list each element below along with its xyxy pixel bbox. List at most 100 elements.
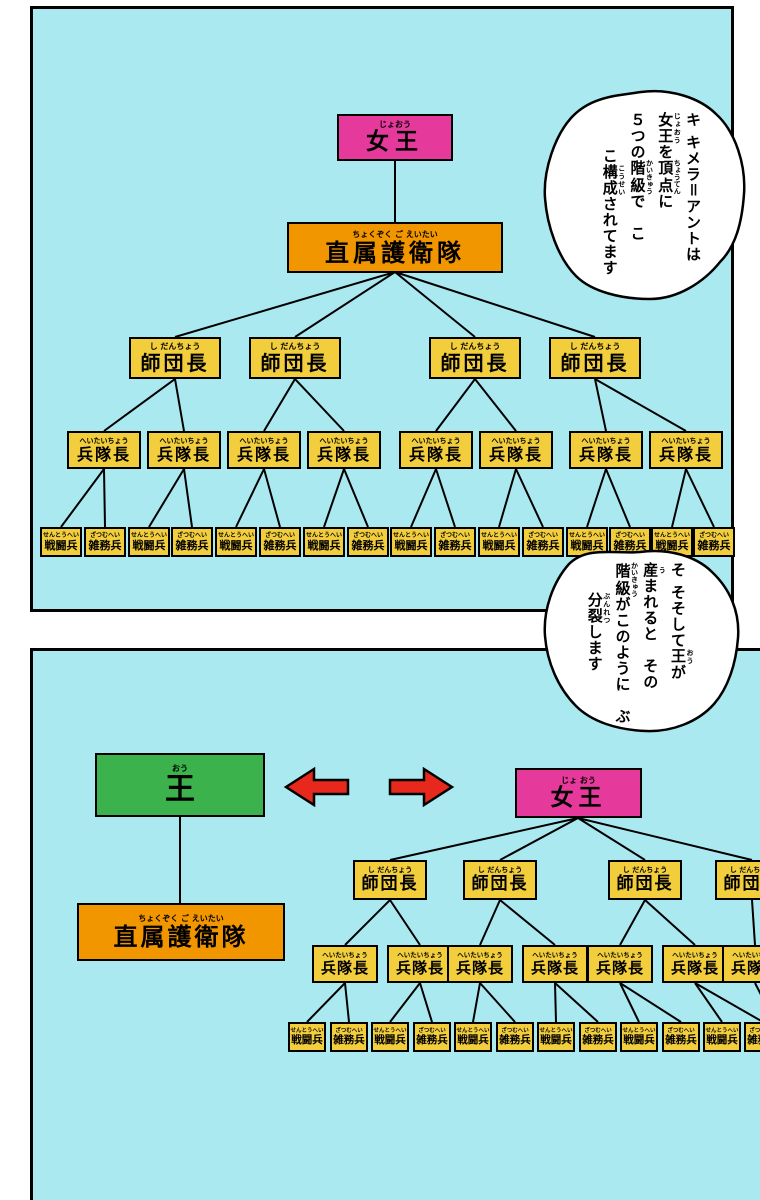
label: 兵隊長 [455,958,504,977]
squadron-leader-box: し だんちょう師団長 [353,860,427,900]
bubble-text-column: そ そそして王おうが [669,562,694,681]
furigana: し だんちょう [729,866,760,874]
label: 雑務兵 [175,539,209,552]
soldier-box: せんとうへい戦闘兵 [478,527,520,557]
label: 戦闘兵 [623,1034,655,1046]
label: 兵隊長 [595,958,644,977]
furigana: ざつむへい [352,532,383,539]
soldier-box: ざつむへい雑務兵 [496,1022,534,1052]
label: 雑務兵 [526,539,560,552]
label: 雑務兵 [697,539,731,552]
label: 兵隊長 [236,444,291,464]
label: 兵隊長 [530,958,579,977]
soldier-box: せんとうへい戦闘兵 [128,527,170,557]
furigana: ざつむへい [527,532,558,539]
soldier-box: せんとうへい戦闘兵 [454,1022,492,1052]
bubble-text-column: キ キメラ＝アントは [684,112,702,263]
furigana: ざつむへい [335,1027,363,1034]
soldier-box: ざつむへい雑務兵 [84,527,126,557]
furigana: ちょくぞく ご えいたい [352,229,438,239]
furigana: し だんちょう [449,342,501,351]
soldier-box: せんとうへい戦闘兵 [703,1022,741,1052]
furigana: へいたいちょう [239,436,289,445]
furigana: せんとうへい [305,532,342,539]
furigana: せんとうへい [456,1027,490,1034]
bubble-text-column: 階級かいきゅうがこのように ぶ [613,562,639,725]
label: 雑務兵 [747,1034,760,1046]
label: 雑務兵 [582,1034,614,1046]
furigana: せんとうへい [217,532,254,539]
squadron-leader-box: し だんちょう師団長 [129,337,221,379]
soldier-box: ざつむへい雑務兵 [609,527,651,557]
label: 兵隊長 [578,444,633,464]
label: 兵隊長 [670,958,719,977]
furigana: ちょくぞく ご えいたい [138,914,224,923]
label: 師団長 [723,874,760,894]
squad-leader-box: へいたいちょう兵隊長 [312,945,378,983]
furigana: せんとうへい [653,532,690,539]
queen-box: じょ おう 女王 [515,768,642,818]
furigana: へいたいちょう [411,436,461,445]
soldier-box: せんとうへい戦闘兵 [288,1022,326,1052]
speech-bubble-1-text: キ キメラ＝アントは 女王じょおうを頂点ちょうてんに ５つの階級かいきゅうで こ… [598,112,704,302]
soldier-box: せんとうへい戦闘兵 [303,527,345,557]
furigana: ざつむへい [614,532,645,539]
furigana: ざつむへい [698,532,729,539]
furigana: せんとうへい [130,532,167,539]
royal-guard-box: ちょくぞく ご えいたい 直属護衛隊 [287,222,503,273]
soldier-box: せんとうへい戦闘兵 [40,527,82,557]
soldier-box: せんとうへい戦闘兵 [371,1022,409,1052]
furigana: せんとうへい [568,532,605,539]
bubble-text-column: 産うまれると その [641,562,667,690]
squadron-leader-box: し だんちょう師団長 [463,860,537,900]
label: 戦闘兵 [374,1034,406,1046]
label: 戦闘兵 [307,539,341,552]
speech-bubble-2-text: そ そそして王おうが 産うまれると その 階級かいきゅうがこのように ぶ 分裂ぶ… [583,562,694,732]
label: 雑務兵 [88,539,122,552]
furigana: せんとうへい [373,1027,407,1034]
label: 戦闘兵 [132,539,166,552]
squad-leader-box: へいたいちょう兵隊長 [587,945,653,983]
squad-leader-box: へいたいちょう兵隊長 [387,945,453,983]
bubble-text-column: 女王じょおうを頂点ちょうてんに [656,112,682,210]
label: 兵隊長 [316,444,371,464]
label: 雑務兵 [263,539,297,552]
furigana: ざつむへい [439,532,470,539]
furigana: へいたいちょう [397,951,443,960]
furigana: ざつむへい [749,1027,760,1034]
label: 兵隊長 [730,958,760,977]
label: 女王 [550,784,607,811]
furigana: へいたいちょう [322,951,368,960]
squad-leader-box: へいたいちょう兵隊長 [307,431,381,469]
furigana: へいたいちょう [79,436,129,445]
label: 雑務兵 [333,1034,365,1046]
label: 兵隊長 [320,958,369,977]
furigana: せんとうへい [705,1027,739,1034]
label: 戦闘兵 [482,539,516,552]
bubble-text-column: こ構成こうせいされてます [600,148,626,276]
soldier-box: ざつむへい雑務兵 [330,1022,368,1052]
furigana: ざつむへい [584,1027,612,1034]
furigana: へいたいちょう [581,436,631,445]
label: 戦闘兵 [219,539,253,552]
label: 師団長 [560,351,630,375]
label: 戦闘兵 [457,1034,489,1046]
squad-leader-box: へいたいちょう兵隊長 [227,431,301,469]
furigana: へいたいちょう [319,436,369,445]
label: 師団長 [260,351,330,375]
squad-leader-box: へいたいちょう兵隊長 [399,431,473,469]
label: 女王 [366,129,424,155]
bubble-text-column: 分裂ぶんれつします [585,592,611,672]
label: 王 [165,772,195,807]
label: 師団長 [140,351,210,375]
bubble-text-column: ５つの階級かいきゅうで こ [628,112,654,242]
label: 直属護衛隊 [113,923,249,951]
soldier-box: ざつむへい雑務兵 [579,1022,617,1052]
squad-leader-box: へいたいちょう兵隊長 [569,431,643,469]
furigana: し だんちょう [622,866,668,874]
furigana: へいたいちょう [661,436,711,445]
soldier-box: ざつむへい雑務兵 [413,1022,451,1052]
